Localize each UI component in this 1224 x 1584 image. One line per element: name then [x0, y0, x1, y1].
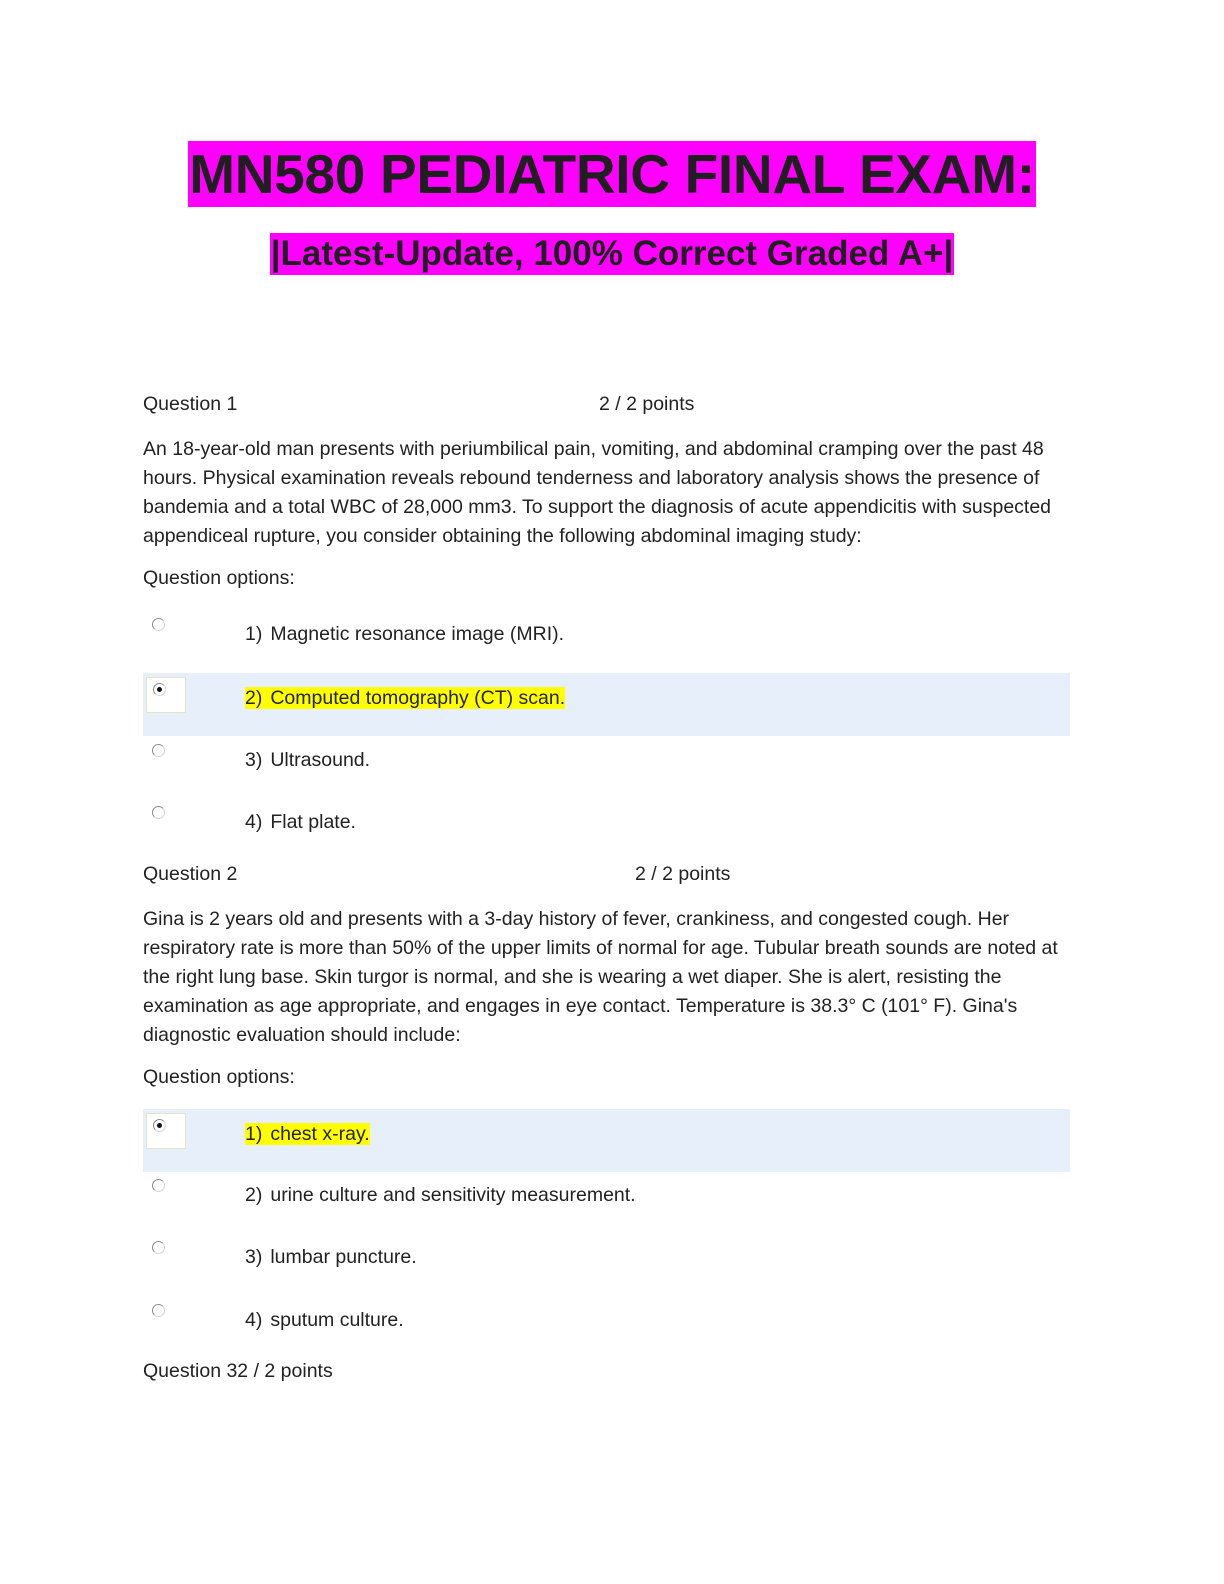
- radio-button[interactable]: [152, 1179, 165, 1192]
- radio-button-selected[interactable]: [153, 1119, 166, 1132]
- radio-container: [146, 1299, 186, 1335]
- q1-option-1[interactable]: 1)Magnetic resonance image (MRI).: [143, 609, 1070, 672]
- option-text: 4)Flat plate.: [245, 811, 356, 833]
- radio-container: [146, 677, 186, 713]
- option-text: 3)lumbar puncture.: [245, 1246, 417, 1268]
- radio-container: [146, 801, 186, 837]
- question-2-text: Gina is 2 years old and presents with a …: [143, 908, 1058, 1046]
- question-1-label: Question 1: [143, 393, 238, 415]
- radio-container: [146, 739, 186, 775]
- radio-container: [146, 613, 186, 649]
- title-block: MN580 PEDIATRIC FINAL EXAM:: [0, 141, 1224, 207]
- question-1-text: An 18-year-old man presents with periumb…: [143, 438, 1052, 547]
- option-text: 1)Magnetic resonance image (MRI).: [245, 623, 565, 645]
- radio-button[interactable]: [152, 744, 165, 757]
- radio-container: [146, 1113, 186, 1149]
- question-1-options-label: Question options:: [143, 567, 295, 589]
- option-text: 2)urine culture and sensitivity measurem…: [245, 1184, 636, 1206]
- radio-dot-icon: [157, 1123, 162, 1128]
- radio-button-selected[interactable]: [153, 683, 166, 696]
- q1-option-2[interactable]: 2)Computed tomography (CT) scan.: [143, 673, 1070, 736]
- q2-option-3[interactable]: 3)lumbar puncture.: [143, 1232, 1070, 1295]
- q2-option-1[interactable]: 1)chest x-ray.: [143, 1109, 1070, 1172]
- option-text: 3)Ultrasound.: [245, 749, 371, 771]
- radio-button[interactable]: [152, 618, 165, 631]
- radio-button[interactable]: [152, 1241, 165, 1254]
- option-text-correct: 2)Computed tomography (CT) scan.: [245, 687, 566, 709]
- q2-option-2[interactable]: 2)urine culture and sensitivity measurem…: [143, 1170, 1070, 1233]
- q1-option-3[interactable]: 3)Ultrasound.: [143, 735, 1070, 798]
- option-text: 4)sputum culture.: [245, 1309, 404, 1331]
- q2-option-4[interactable]: 4)sputum culture.: [143, 1295, 1070, 1358]
- page-title: MN580 PEDIATRIC FINAL EXAM:: [188, 141, 1036, 207]
- radio-container: [146, 1236, 186, 1272]
- option-text-correct: 1)chest x-ray.: [245, 1123, 370, 1145]
- radio-button[interactable]: [152, 1304, 165, 1317]
- question-2-points: 2 / 2 points: [635, 863, 731, 885]
- question-2-options-label: Question options:: [143, 1066, 295, 1088]
- subtitle-block: |Latest-Update, 100% Correct Graded A+|: [0, 233, 1224, 275]
- q1-option-4[interactable]: 4)Flat plate.: [143, 797, 1070, 860]
- radio-container: [146, 1174, 186, 1210]
- page-subtitle: |Latest-Update, 100% Correct Graded A+|: [269, 233, 955, 275]
- radio-dot-icon: [157, 687, 162, 692]
- radio-button[interactable]: [152, 806, 165, 819]
- question-2-label: Question 2: [143, 863, 238, 885]
- question-3-label: Question 32 / 2 points: [143, 1360, 333, 1382]
- question-1-points: 2 / 2 points: [599, 393, 695, 415]
